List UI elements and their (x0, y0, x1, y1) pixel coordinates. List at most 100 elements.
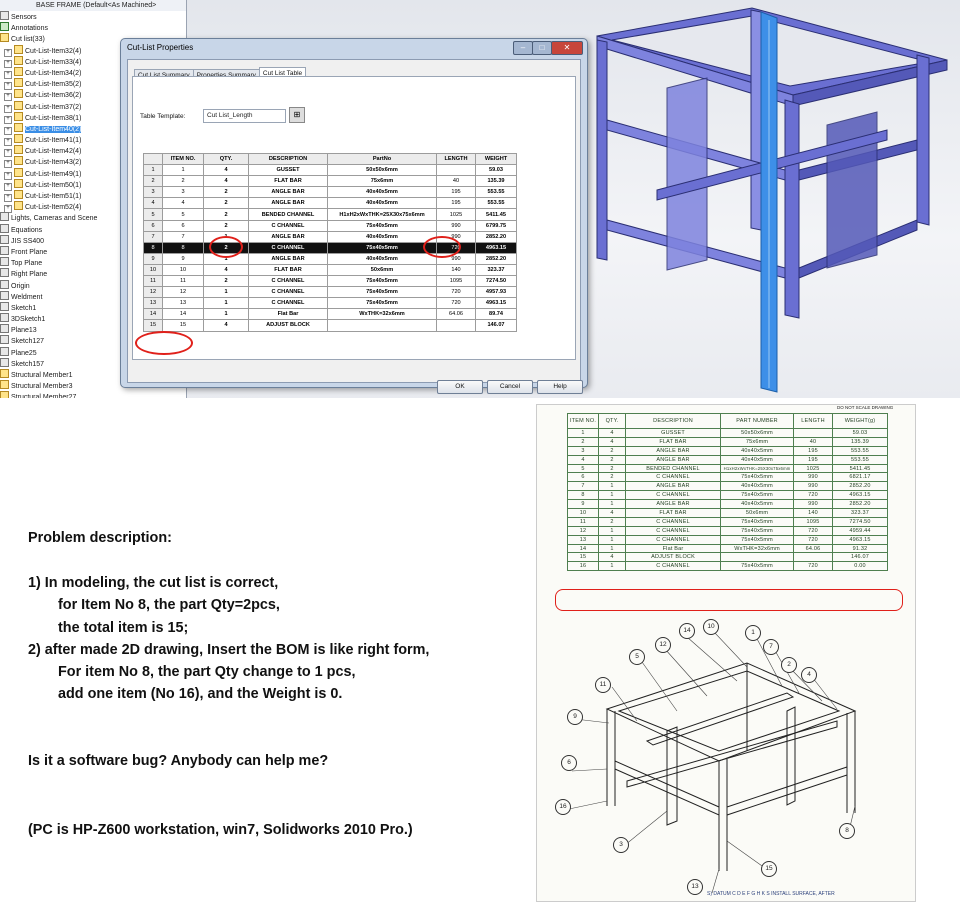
cell-wt[interactable]: 146.07 (475, 319, 517, 332)
cell-item[interactable]: 12 (162, 286, 204, 299)
cell-desc[interactable]: C CHANNEL (248, 241, 328, 254)
cell-part[interactable]: 75x40x5mm (327, 297, 437, 310)
cell-qty[interactable]: 1 (203, 297, 249, 310)
cell-wt[interactable]: 89.74 (475, 308, 517, 321)
cell-item[interactable]: 14 (162, 308, 204, 321)
cell-qty[interactable]: 4 (203, 263, 249, 277)
tree-item[interactable]: Structural Member3 (0, 380, 186, 391)
tree-item[interactable]: Annotations (0, 22, 186, 33)
tree-item[interactable]: Equations (0, 223, 186, 235)
tree-item[interactable]: Origin (0, 279, 186, 291)
expand-icon[interactable]: + (4, 126, 12, 135)
cell-item[interactable]: 9 (162, 252, 204, 265)
cell-part[interactable]: 40x40x5mm (327, 186, 437, 199)
cell-qty[interactable]: 2 (203, 208, 249, 221)
row-number[interactable]: 3 (143, 186, 163, 199)
tree-item[interactable]: +Cut-List-Item32(4) (0, 44, 186, 57)
cell-item[interactable]: 6 (162, 219, 204, 232)
tree-item[interactable]: Plane25 (0, 346, 186, 358)
minimize-button[interactable]: – (513, 41, 533, 55)
tree-item[interactable]: +Cut-List-Item41(1) (0, 134, 186, 147)
cell-wt[interactable]: 4963.15 (475, 297, 517, 310)
row-number[interactable]: 9 (143, 252, 163, 265)
cell-desc[interactable]: C CHANNEL (248, 219, 328, 232)
cell-part[interactable]: 75x40x5mm (327, 275, 437, 288)
cell-item[interactable]: 1 (162, 164, 204, 177)
cell-part[interactable]: H1xH2xWxTHK=25X30x75x6mm (327, 208, 437, 221)
cell-part[interactable]: 75x40x5mm (327, 219, 437, 232)
cell-qty[interactable]: 2 (203, 186, 249, 199)
cell-len[interactable]: 1095 (436, 275, 476, 288)
cell-wt[interactable]: 7274.50 (475, 275, 517, 288)
close-button[interactable]: ✕ (551, 41, 583, 55)
tree-item[interactable]: +Cut-List-Item36(2) (0, 89, 186, 102)
cell-desc[interactable]: ANGLE BAR (248, 252, 328, 265)
cell-item[interactable]: 7 (162, 230, 204, 243)
tree-item[interactable]: Front Plane (0, 245, 186, 257)
cell-len[interactable]: 720 (436, 297, 476, 310)
cell-desc[interactable]: BENDED CHANNEL (248, 208, 328, 221)
tree-item[interactable]: +Cut-List-Item38(1) (0, 111, 186, 124)
cell-len[interactable]: 195 (436, 197, 476, 210)
cell-qty[interactable]: 1 (203, 286, 249, 299)
cell-len[interactable]: 64.06 (436, 308, 476, 321)
cell-desc[interactable]: C CHANNEL (248, 286, 328, 299)
cell-part[interactable]: WxTHK=32x6mm (327, 308, 437, 321)
cell-wt[interactable]: 59.03 (475, 164, 517, 177)
expand-icon[interactable]: + (4, 160, 12, 169)
expand-icon[interactable]: + (4, 182, 12, 191)
expand-icon[interactable]: + (4, 171, 12, 180)
cell-item[interactable]: 3 (162, 186, 204, 199)
tree-item[interactable]: +Cut-List-Item50(1) (0, 178, 186, 191)
tree-item[interactable]: +Cut-List-Item34(2) (0, 66, 186, 79)
cell-part[interactable]: 40x40x5mm (327, 230, 437, 243)
tree-item[interactable]: +Cut-List-Item49(1) (0, 167, 186, 180)
cell-qty[interactable]: 2 (203, 275, 249, 288)
browse-template-icon[interactable]: ⊞ (289, 107, 305, 123)
tree-item[interactable]: Sketch1 (0, 301, 186, 313)
cell-wt[interactable]: 323.37 (475, 263, 517, 277)
row-number[interactable]: 7 (143, 230, 163, 243)
tree-item[interactable]: 3DSketch1 (0, 313, 186, 324)
expand-icon[interactable]: + (4, 59, 12, 68)
tree-item[interactable]: +Cut-List-Item37(2) (0, 100, 186, 113)
template-input[interactable]: Cut List_Length (203, 109, 286, 123)
cell-item[interactable]: 4 (162, 197, 204, 210)
row-number[interactable]: 15 (143, 319, 163, 332)
tree-item[interactable]: +Cut-List-Item43(2) (0, 156, 186, 169)
cell-len[interactable]: 990 (436, 219, 476, 232)
row-number[interactable]: 13 (143, 297, 163, 310)
tree-item[interactable]: Sketch157 (0, 357, 186, 369)
tree-item[interactable]: Sensors (0, 11, 186, 22)
row-number[interactable]: 2 (143, 175, 163, 188)
cell-len[interactable]: 195 (436, 186, 476, 199)
cell-qty[interactable]: 2 (203, 219, 249, 232)
cell-wt[interactable]: 553.55 (475, 197, 517, 210)
row-number[interactable]: 10 (143, 263, 163, 277)
expand-icon[interactable]: + (4, 82, 12, 91)
row-number[interactable]: 12 (143, 286, 163, 299)
cell-desc[interactable]: FLAT BAR (248, 263, 328, 277)
tree-item[interactable]: Structural Member1 (0, 369, 186, 380)
expand-icon[interactable]: + (4, 104, 12, 113)
tree-item[interactable]: Lights, Cameras and Scene (0, 212, 186, 223)
tree-item[interactable]: +Cut-List-Item52(4) (0, 201, 186, 214)
cell-desc[interactable]: C CHANNEL (248, 297, 328, 310)
cell-len[interactable] (436, 319, 476, 332)
row-number[interactable]: 11 (143, 275, 163, 288)
cell-qty[interactable]: 4 (203, 164, 249, 177)
cell-len[interactable]: 40 (436, 175, 476, 188)
cell-wt[interactable]: 4963.15 (475, 241, 517, 254)
expand-icon[interactable]: + (4, 149, 12, 158)
row-number[interactable]: 6 (143, 219, 163, 232)
tree-item[interactable]: +Cut-List-Item35(2) (0, 78, 186, 91)
cell-qty[interactable]: 4 (203, 319, 249, 332)
tree-item[interactable]: Sketch127 (0, 335, 186, 346)
cell-desc[interactable]: ANGLE BAR (248, 197, 328, 210)
cell-desc[interactable]: C CHANNEL (248, 275, 328, 288)
